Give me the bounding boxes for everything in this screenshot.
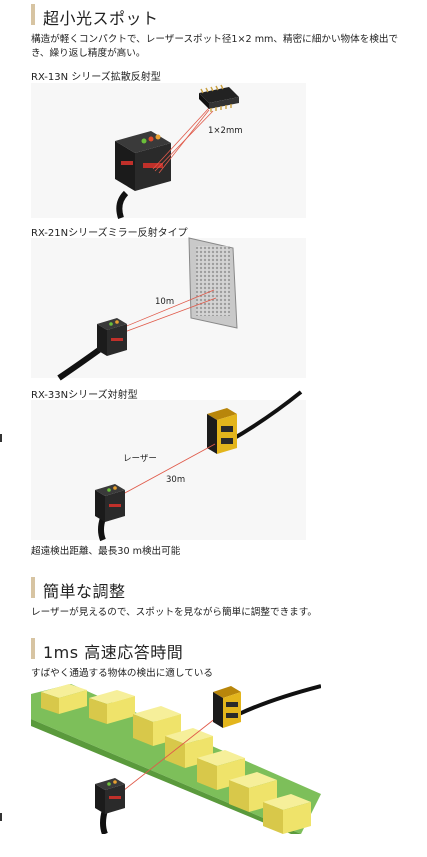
detection-distance-note: 超遠検出距離、最長30 m検出可能: [31, 546, 181, 557]
diagram-title-rx21n: RX-21Nシリーズミラー反射タイプ: [31, 228, 188, 239]
section-heading-bar: [31, 577, 35, 598]
spot-size-label: 1×2mm: [208, 126, 243, 136]
section-heading-fast-response: 1ms 高速応答時間: [43, 643, 184, 662]
section-heading-bar: [31, 4, 35, 25]
diagram-rx33n-art: [95, 390, 303, 542]
diagram-rx33n: [31, 390, 306, 542]
section-heading-ultra-small-spot: 超小光スポット: [43, 9, 159, 28]
diagram-rx21n-art: [57, 237, 238, 381]
section-description: レーザーが見えるので、スポットを見ながら簡単に調整できます。: [31, 607, 317, 618]
conveyor-illustration: [31, 684, 321, 834]
section-description: 構造が軽くコンパクトで、レーザースポット径1×2 mm、精密に細かい物体を検出で…: [31, 34, 399, 59]
diagram-rx13n-art: [115, 84, 239, 219]
diagram-title-rx13n: RX-13N シリーズ拡散反射型: [31, 72, 161, 83]
section-description: すばやく通過する物体の検出に適している: [31, 668, 213, 679]
conveyor-illustration-art: [31, 684, 321, 834]
diagram-title-rx33n: RX-33Nシリーズ対射型: [31, 390, 138, 401]
diagram-rx21n: [31, 237, 306, 381]
section-heading-easy-adjustment: 簡単な調整: [43, 582, 126, 601]
laser-label: レーザー: [123, 454, 157, 464]
edge-mark: [0, 434, 2, 442]
diagram-rx13n: [31, 83, 306, 219]
distance-label-30m: 30m: [166, 475, 186, 485]
edge-mark: [0, 813, 2, 821]
section-heading-bar: [31, 638, 35, 659]
distance-label-10m: 10m: [155, 297, 175, 307]
